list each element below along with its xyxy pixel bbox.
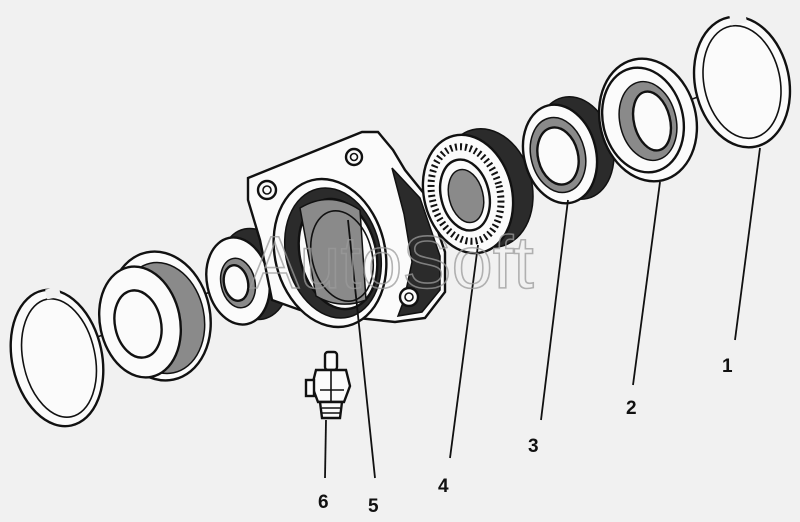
grease-fitting [304,350,352,420]
needle-bearing [421,128,534,255]
leader-line-1 [734,147,761,341]
leader-line-2 [632,181,661,386]
left-snap-ring [9,286,105,428]
callout-6: 6 [318,492,329,513]
left-bearing-cup [97,250,212,382]
right-bearing-cup [597,57,699,183]
leader-line-3 [540,199,569,421]
leader-line-6 [324,419,327,479]
callout-5: 5 [368,496,379,517]
callout-3: 3 [528,436,539,457]
right-snap-ring [692,10,792,149]
callout-2: 2 [626,398,637,419]
watermark: AutoSoft [250,221,534,304]
flanged-housing [246,130,447,329]
bearing-inner-ring [521,95,615,205]
leader-line-4 [449,244,479,459]
callout-4: 4 [438,476,449,497]
leader-line-5 [347,219,376,479]
callout-1: 1 [722,356,733,377]
